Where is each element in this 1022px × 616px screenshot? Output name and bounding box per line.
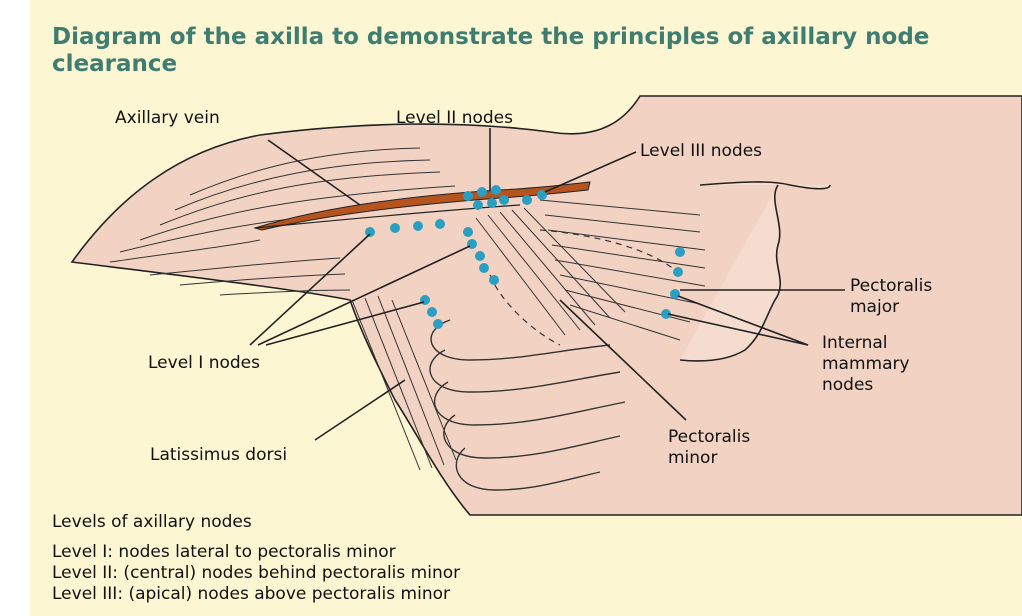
label-level-ii-nodes: Level II nodes: [396, 108, 513, 129]
lymph-node: [435, 219, 445, 229]
lymph-node: [499, 195, 509, 205]
lymph-node: [522, 195, 532, 205]
lymph-node: [477, 187, 487, 197]
label-level-i-nodes: Level I nodes: [148, 353, 260, 374]
lymph-node: [413, 221, 423, 231]
legend-item-level-ii: Level II: (central) nodes behind pectora…: [52, 563, 460, 584]
legend-item-level-i: Level I: nodes lateral to pectoralis min…: [52, 542, 460, 563]
label-internal-mammary-line3: nodes: [822, 375, 910, 396]
lymph-node: [675, 247, 685, 257]
legend-item-level-iii: Level III: (apical) nodes above pectoral…: [52, 584, 460, 605]
label-axillary-vein: Axillary vein: [115, 108, 220, 129]
label-pectoralis-minor: Pectoralis minor: [668, 427, 750, 469]
label-internal-mammary-line1: Internal: [822, 333, 910, 354]
lymph-node: [670, 289, 680, 299]
legend-heading: Levels of axillary nodes: [52, 512, 460, 532]
lymph-node: [487, 198, 497, 208]
lymph-node: [479, 263, 489, 273]
label-pectoralis-minor-line1: Pectoralis: [668, 427, 750, 448]
lymph-node: [463, 191, 473, 201]
label-level-iii-nodes: Level III nodes: [640, 141, 762, 162]
leader-latissimus: [315, 380, 405, 440]
lymph-node: [433, 319, 443, 329]
label-pectoralis-major: Pectoralis major: [850, 276, 932, 318]
levels-legend: Levels of axillary nodes Level I: nodes …: [52, 512, 460, 605]
lymph-node: [463, 227, 473, 237]
label-pectoralis-minor-line2: minor: [668, 448, 750, 469]
lymph-node: [673, 267, 683, 277]
label-internal-mammary-nodes: Internal mammary nodes: [822, 333, 910, 396]
label-pectoralis-major-line1: Pectoralis: [850, 276, 932, 297]
label-internal-mammary-line2: mammary: [822, 354, 910, 375]
label-latissimus-dorsi: Latissimus dorsi: [150, 445, 287, 466]
lymph-node: [475, 251, 485, 261]
lymph-node: [489, 275, 499, 285]
lymph-node: [390, 223, 400, 233]
lymph-node: [427, 307, 437, 317]
lymph-node: [365, 227, 375, 237]
label-pectoralis-major-line2: major: [850, 297, 932, 318]
lymph-node: [473, 200, 483, 210]
lymph-node: [491, 185, 501, 195]
